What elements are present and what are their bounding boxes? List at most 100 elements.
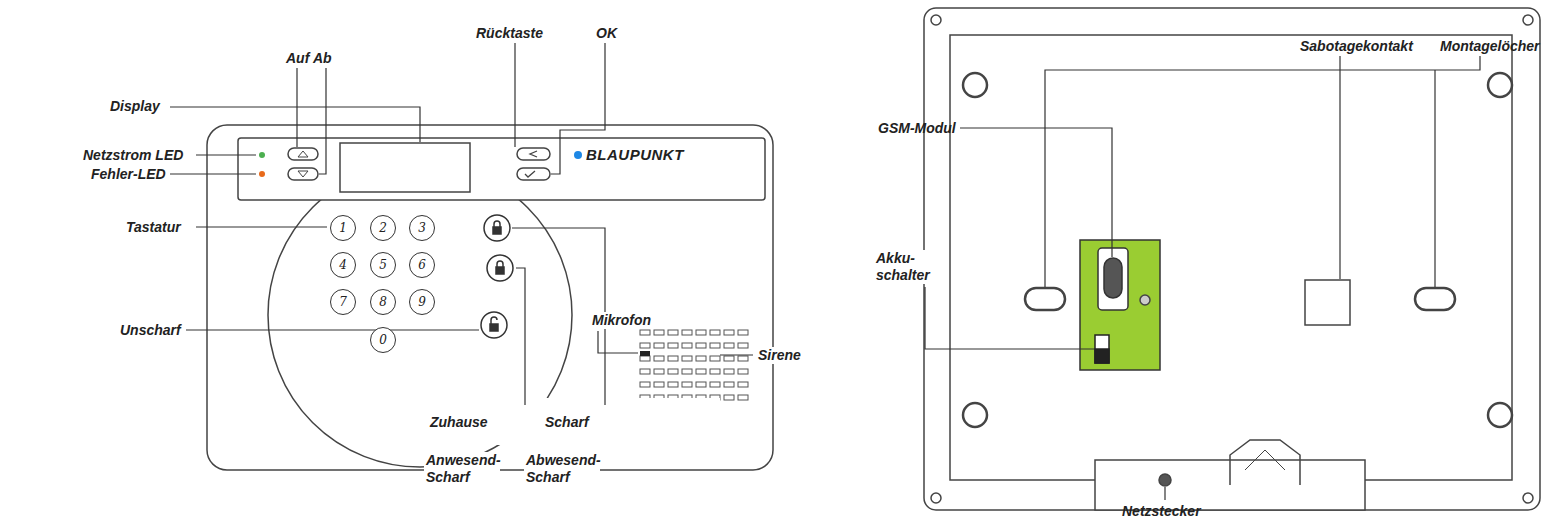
grille-slot: [710, 343, 720, 348]
part-label: Sabotagekontakt: [1300, 38, 1413, 55]
fault-led: [259, 171, 265, 177]
arm-key: [481, 312, 507, 338]
mounting-hole: [1025, 288, 1065, 310]
grille-slot: [738, 369, 748, 374]
grille-slot: [696, 330, 706, 335]
grille-slot: [738, 395, 748, 400]
key-digit: 7: [339, 295, 347, 309]
grille-slot: [696, 343, 706, 348]
grille-slot: [640, 356, 650, 361]
key-digit: 1: [339, 221, 347, 235]
button-label: Ab: [313, 50, 332, 67]
key-label: Scharf: [545, 414, 589, 431]
grille-slot: [724, 382, 734, 387]
grille-slot: [654, 369, 664, 374]
grille-slot: [640, 330, 650, 335]
button-strip: [238, 138, 765, 200]
grille-slot: [682, 382, 692, 387]
gsm-slot: [1098, 248, 1128, 310]
back-plate: [924, 8, 1540, 510]
grille-slot: [682, 356, 692, 361]
grille-slot: [682, 330, 692, 335]
grille-slot: [710, 369, 720, 374]
grille-slot: [682, 369, 692, 374]
part-label: Display: [110, 98, 160, 115]
grille-slot: [668, 343, 678, 348]
grille-slot: [640, 343, 650, 348]
grille-slot: [668, 356, 678, 361]
grille-slot: [724, 356, 734, 361]
grille-slot: [654, 382, 664, 387]
grille-slot: [640, 369, 650, 374]
keypad-key: 3: [409, 215, 435, 241]
keypad-key: 4: [330, 252, 356, 278]
keypad-key: 8: [370, 289, 396, 315]
key-label: Anwesend- Scharf: [424, 452, 500, 486]
part-label: Tastatur: [126, 219, 181, 236]
up-button: [288, 148, 318, 160]
key-digit: 2: [379, 221, 387, 235]
key-digit: 6: [418, 258, 426, 272]
power-led: [259, 152, 265, 158]
key-digit: 5: [379, 258, 387, 272]
part-label: GSM-Modul: [878, 120, 956, 137]
front-housing: [207, 125, 773, 470]
display-window: [340, 143, 470, 192]
part-label: Sirene: [756, 347, 803, 364]
grille-slot: [696, 382, 706, 387]
keypad-key: 5: [370, 252, 396, 278]
cable-notch: [1230, 440, 1300, 485]
button-label: OK: [596, 25, 617, 42]
keypad-key: 1: [330, 215, 356, 241]
led-label: Fehler-LED: [91, 166, 166, 183]
grille-slot: [738, 356, 748, 361]
grille-slot: [724, 330, 734, 335]
keypad-key: 2: [370, 215, 396, 241]
arm-key: [487, 255, 513, 281]
part-label: Netzstecker: [1122, 503, 1201, 520]
grille-slot: [654, 343, 664, 348]
key-digit: 0: [379, 333, 387, 347]
grille-slot: [668, 330, 678, 335]
ok-button: [517, 168, 550, 180]
grille-slot: [668, 369, 678, 374]
keypad-key: 6: [409, 252, 435, 278]
button-label: Rücktaste: [476, 25, 543, 42]
part-label: Montagelöcher: [1440, 38, 1540, 55]
grille-slot: [724, 369, 734, 374]
battery-module: [1080, 240, 1160, 370]
leader-lines: [170, 43, 753, 405]
brand-logo: BLAUPUNKT: [586, 146, 684, 163]
grille-slot: [710, 356, 720, 361]
logo-dot: [574, 151, 582, 159]
grille-slot: [696, 356, 706, 361]
power-socket: [1159, 474, 1171, 486]
key-digit: 9: [418, 295, 426, 309]
keypad-key: 7: [330, 289, 356, 315]
grille-slot: [654, 356, 664, 361]
grille-slot: [654, 330, 664, 335]
button-label: Auf: [286, 50, 309, 67]
key-digit: 3: [418, 221, 426, 235]
key-digit: 4: [339, 258, 347, 272]
leader-lines: [925, 56, 1480, 500]
grille-slot: [640, 382, 650, 387]
back-button: [517, 148, 550, 160]
key-label: Unscharf: [120, 322, 181, 339]
grille-slot: [724, 395, 734, 400]
grille-slot: [724, 343, 734, 348]
led-label: Netzstrom LED: [83, 147, 183, 164]
part-label: Akku- schalter: [874, 250, 938, 284]
grille-slot: [668, 382, 678, 387]
grille-slot: [710, 330, 720, 335]
key-label: Zuhause: [430, 414, 488, 431]
keypad-key: 0: [370, 327, 396, 353]
key-digit: 8: [379, 295, 387, 309]
arm-key: [484, 215, 510, 241]
overlay-box: [415, 398, 720, 445]
mounting-hole: [1415, 288, 1455, 310]
grille-slot: [738, 330, 748, 335]
part-label: Mikrofon: [590, 312, 653, 329]
grille-slot: [710, 382, 720, 387]
back-inner-frame: [950, 35, 1512, 480]
